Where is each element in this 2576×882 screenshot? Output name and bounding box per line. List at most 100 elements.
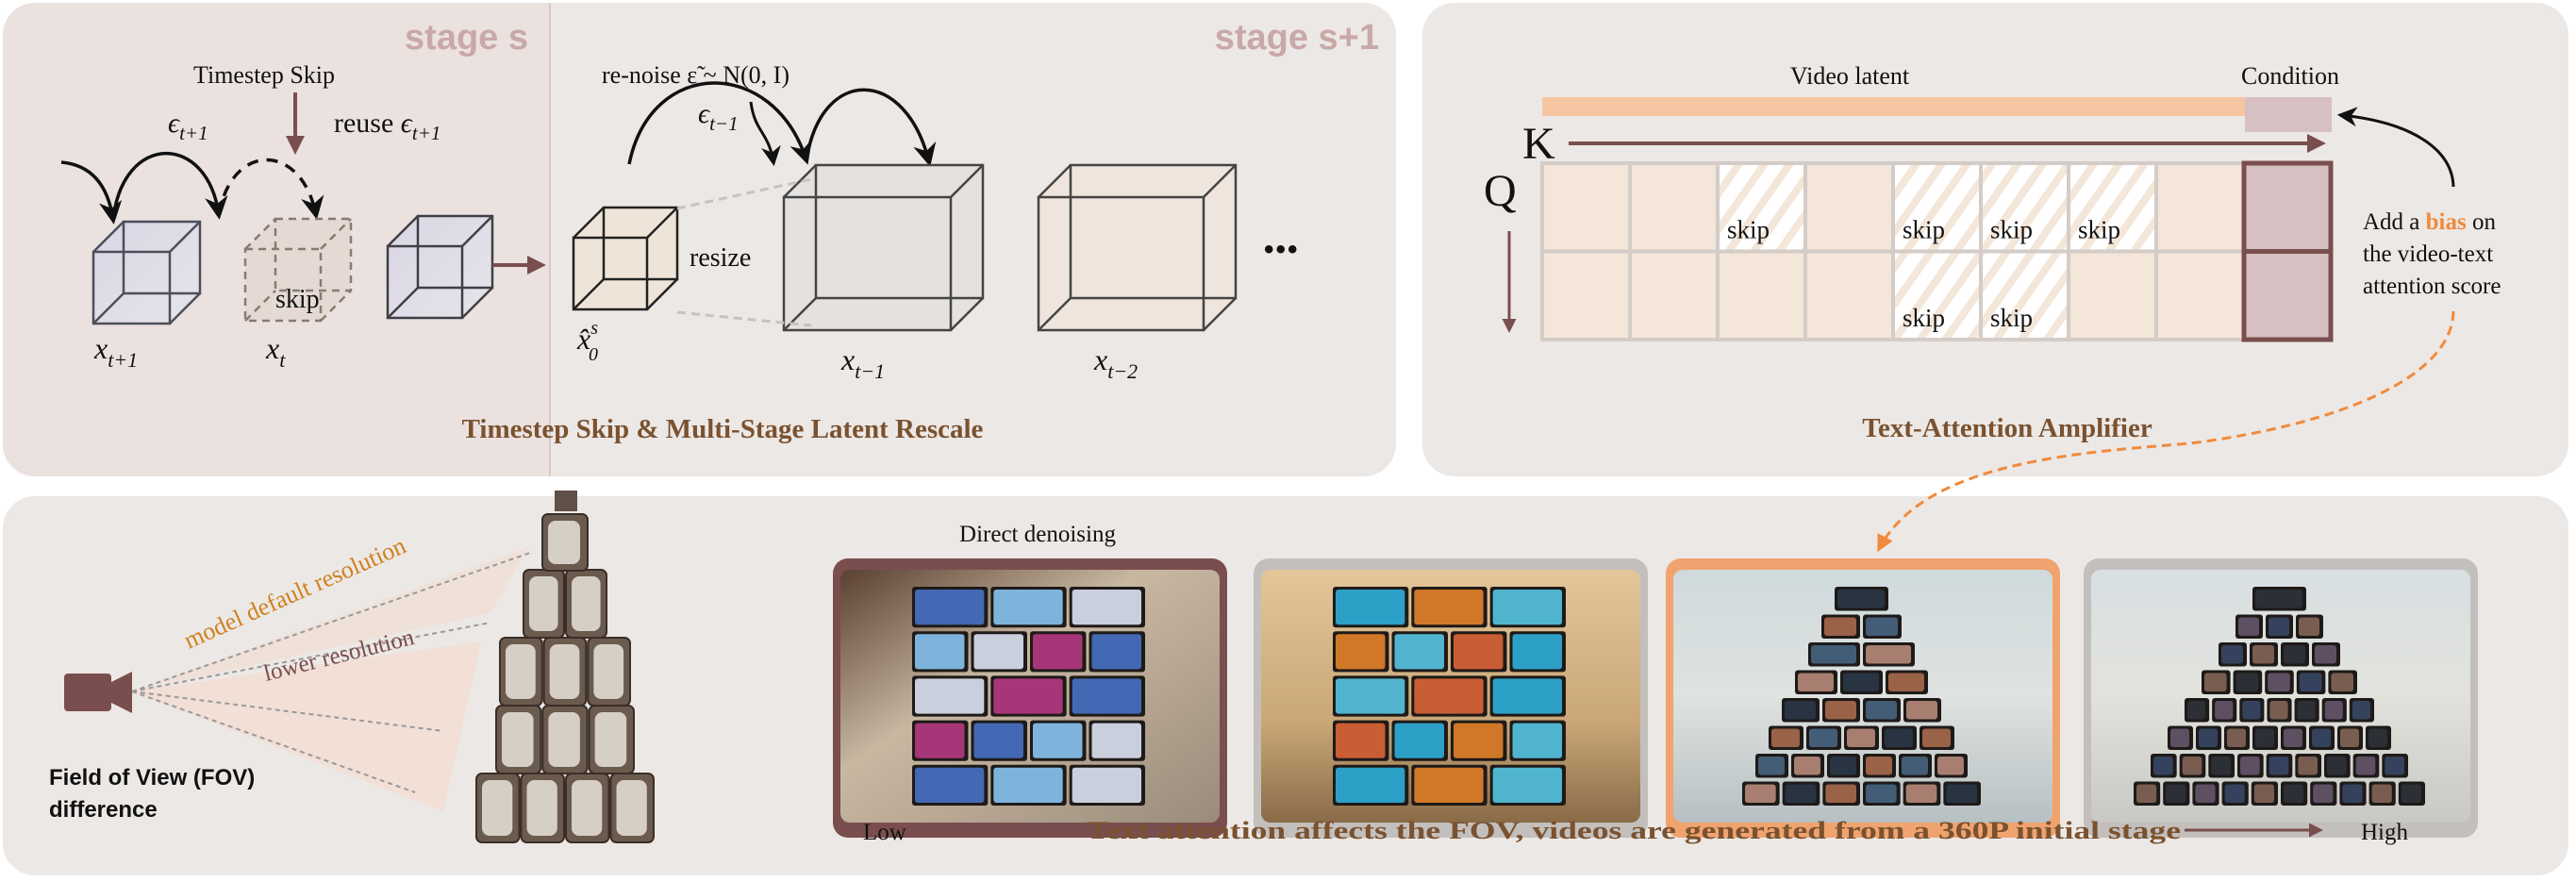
- cube-edge: [169, 292, 201, 325]
- condition-cell: [2241, 249, 2334, 342]
- tv-screen-in-photo: [2255, 728, 2274, 747]
- tv-icon: [542, 637, 588, 707]
- tv-screen-in-photo: [2227, 728, 2246, 747]
- tv-screen-in-photo: [2235, 673, 2259, 691]
- bias-note-line2: the video-text: [2363, 241, 2493, 267]
- tv-screen-in-photo: [2269, 617, 2289, 636]
- label-x-t: xt: [265, 331, 286, 372]
- cube-back-face: [416, 214, 494, 290]
- camera-icon: [64, 672, 132, 713]
- tv-icon: [588, 705, 636, 774]
- cube-front-face: [572, 236, 649, 311]
- tv-screen-in-photo: [2368, 728, 2387, 747]
- cube-edge: [950, 164, 984, 198]
- tv-screen-in-photo: [1885, 728, 1913, 747]
- attention-cell: [1716, 249, 1807, 341]
- fov-line: [131, 622, 491, 692]
- fov-line: [131, 551, 534, 692]
- tv-screen-in-photo: [1906, 701, 1937, 720]
- skip-label: skip: [275, 285, 320, 314]
- tv-screen-in-photo: [1785, 784, 1817, 803]
- denoise-arc-step: [111, 151, 228, 221]
- cube-edge: [461, 215, 493, 247]
- tv-screen-in-photo: [993, 678, 1063, 714]
- attention-cell: [1803, 161, 1895, 254]
- cube-edge: [950, 297, 984, 331]
- tv-screen-in-photo: [1336, 634, 1386, 670]
- tv-screen-in-photo: [1414, 678, 1484, 714]
- tv-screen-in-photo: [2224, 784, 2245, 803]
- x-base: x̂: [576, 322, 590, 356]
- tv-screen-in-photo: [1785, 701, 1816, 720]
- attention-cell-skipped: [1891, 249, 1983, 341]
- low-label: Low: [863, 820, 906, 845]
- fov-line: [131, 691, 416, 793]
- tv-screen-in-photo: [2269, 757, 2289, 775]
- tv-icon: [499, 637, 543, 707]
- tv-screen-in-photo: [2327, 757, 2347, 775]
- x-sub: t−2: [1107, 359, 1138, 383]
- cube-back-face: [814, 163, 985, 300]
- tv-screen-in-photo: [2312, 728, 2331, 747]
- direct-denoising-result: [833, 558, 1227, 838]
- tv-screen-in-photo: [915, 767, 985, 803]
- latent-cubes: [91, 163, 1238, 332]
- tv-screen-in-photo: [2284, 784, 2304, 803]
- tv-screen-in-photo: [2182, 757, 2202, 775]
- skip-label: skip: [1990, 216, 2033, 244]
- tv-screen-in-photo: [2238, 617, 2259, 636]
- tv-screen-in-photo: [1866, 784, 1897, 803]
- tv-screen-in-photo: [1866, 701, 1897, 720]
- eps-sub: t+1: [412, 122, 441, 144]
- tv-screen-in-photo: [2255, 590, 2302, 608]
- tv-screen-in-photo: [2355, 757, 2376, 775]
- denoise-arc-stage2a: [627, 81, 812, 165]
- cube-edge: [1203, 297, 1237, 331]
- high-label: High: [2361, 820, 2409, 845]
- tv-screen-in-photo: [2199, 728, 2218, 747]
- tv-screen-in-photo: [973, 634, 1023, 670]
- tv-screen-in-photo: [1072, 678, 1141, 714]
- fov-label-line1: Field of View (FOV): [49, 765, 255, 790]
- tv-screen-in-photo: [1902, 757, 1928, 775]
- tv-screen-in-photo: [1798, 673, 1834, 691]
- tv-screen-in-photo: [1922, 728, 1951, 747]
- cube-edge: [320, 218, 352, 250]
- panel-timestep-skip: stage s stage s+1 Timestep Skip ϵt+1 reu…: [3, 3, 1396, 476]
- skip-label: skip: [1903, 304, 1945, 332]
- cube-edge: [573, 207, 605, 239]
- tv-screen-in-photo: [1414, 767, 1484, 803]
- tv-screen-in-photo: [2401, 784, 2421, 803]
- attention-cell: [1628, 161, 1720, 254]
- tv-screen-in-photo: [2187, 701, 2206, 720]
- skip-label: skip: [1990, 304, 2033, 332]
- tv-icon: [609, 773, 655, 843]
- cube-front-face: [782, 195, 953, 332]
- tv-screen-in-photo: [1905, 784, 1937, 803]
- tv-screen-in-photo: [2153, 757, 2173, 775]
- cube-x-t-skipped: [243, 217, 353, 323]
- tv-icon: [541, 513, 589, 572]
- tv-screen-in-photo: [2221, 645, 2243, 664]
- tv-icon: [587, 637, 631, 707]
- tv-screen-in-photo: [2284, 645, 2305, 664]
- tv-screen-in-photo: [2195, 784, 2216, 803]
- result-images: [833, 558, 2478, 838]
- cube-body: [1039, 165, 1236, 330]
- tv-screen-in-photo: [1825, 784, 1856, 803]
- condition-bar: [2245, 97, 2332, 132]
- x-base: x: [1093, 342, 1107, 376]
- skip-label: skip: [1903, 216, 1945, 244]
- tv-screen-in-photo: [2352, 701, 2370, 720]
- condition-cell: [2241, 160, 2334, 254]
- tv-screen-in-photo: [2166, 784, 2186, 803]
- fov-label-line2: difference: [49, 797, 158, 823]
- denoise-arc-in: [60, 160, 123, 225]
- tv-screen-in-photo: [2299, 617, 2319, 636]
- cube-body: [784, 165, 983, 330]
- fov-default-cone: [132, 547, 528, 691]
- tv-screen-in-photo: [1091, 723, 1141, 758]
- cube-front-face: [1037, 195, 1205, 332]
